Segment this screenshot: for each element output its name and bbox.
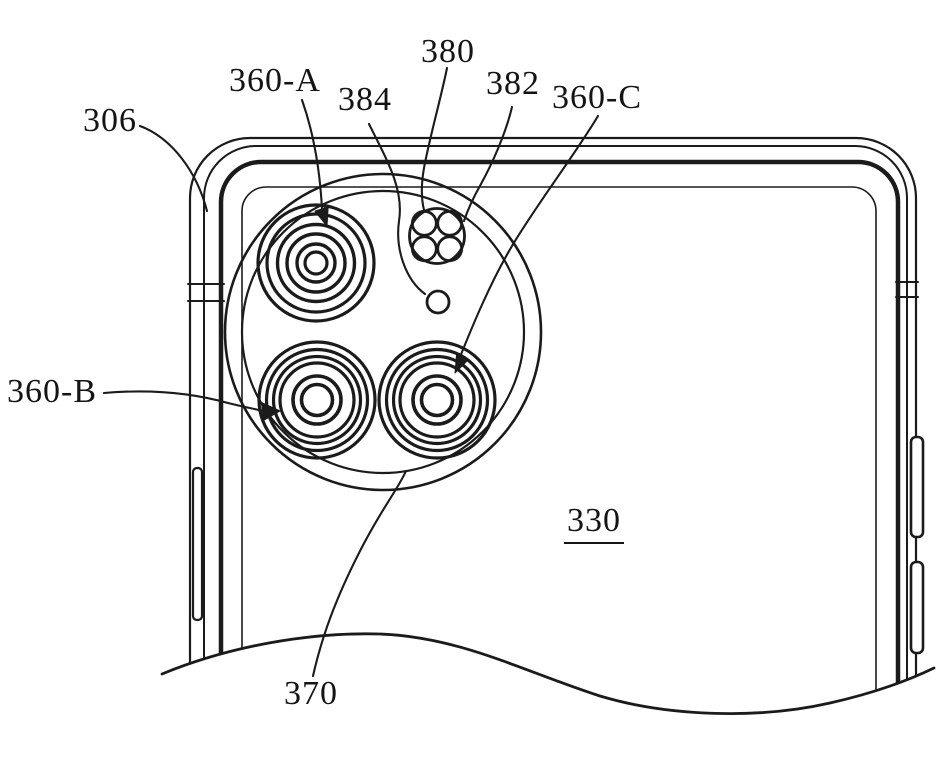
- leader-306: [138, 124, 209, 213]
- leader-360-c: [458, 114, 600, 359]
- camera-c-ring-3: [391, 354, 483, 446]
- leader-360-b: [102, 390, 265, 413]
- flash-led-4: [436, 235, 464, 263]
- camera-c-ring-4: [398, 361, 476, 439]
- camera-a-ring-3: [275, 222, 357, 304]
- camera-b-ring-1: [257, 340, 377, 460]
- back-cover-edge-line: [218, 159, 901, 767]
- housing-band-inner-line: [203, 145, 908, 767]
- camera-c-ring-1: [377, 340, 497, 460]
- camera-bump-inner-circle: [240, 189, 526, 475]
- camera-a-ring-4: [285, 232, 347, 294]
- camera-b-ring-2: [264, 347, 370, 453]
- flash-led-1: [410, 209, 438, 237]
- back-panel-inset-line: [241, 186, 877, 767]
- camera-c-ring-5: [411, 374, 463, 426]
- camera-a-lens: [303, 250, 329, 276]
- camera-b-ring-5: [291, 374, 343, 426]
- leader-380: [420, 66, 449, 212]
- leader-382: [462, 105, 514, 223]
- camera-b-ring-3: [271, 354, 363, 446]
- break-line: [160, 632, 936, 715]
- microphone-hole-circle: [425, 289, 451, 315]
- camera-a-ring-2: [265, 212, 367, 314]
- leader-370: [311, 469, 408, 678]
- leader-360-a: [300, 98, 324, 211]
- arrowhead-360-b: [261, 402, 281, 421]
- flash-window-circle: [408, 207, 466, 265]
- camera-b-ring-4: [278, 361, 356, 439]
- break-line-mask: [162, 633, 934, 767]
- camera-bump-outer-circle: [223, 172, 543, 492]
- leader-384: [367, 122, 427, 296]
- camera-c-lens: [419, 382, 455, 418]
- left-side-button: [191, 466, 204, 622]
- camera-a-ring-1: [256, 203, 376, 323]
- arrowhead-360-c: [454, 353, 470, 374]
- camera-a-ring-5: [295, 242, 337, 284]
- camera-c-ring-2: [384, 347, 490, 453]
- camera-b-lens: [299, 382, 335, 418]
- flash-led-2: [436, 209, 464, 237]
- right-side-button-lower: [909, 560, 925, 655]
- right-side-button-upper: [909, 435, 925, 539]
- arrowhead-360-a: [314, 206, 329, 227]
- flash-led-3: [410, 235, 438, 263]
